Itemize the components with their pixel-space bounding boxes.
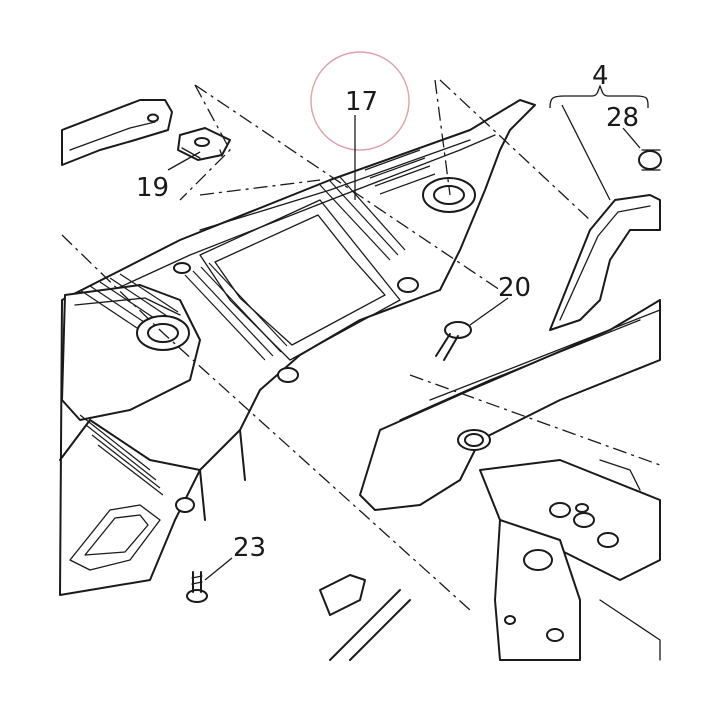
label-part-19: 19 (136, 173, 169, 203)
leader-lines (167, 84, 649, 581)
mounting-bosses (136, 177, 476, 513)
label-part-20: 20 (498, 273, 531, 303)
clip-nut-19 (177, 127, 231, 161)
fastener-28 (638, 149, 662, 171)
label-part-23: 23 (233, 533, 266, 563)
label-part-17: 17 (345, 87, 378, 117)
crossmember-4 (549, 194, 661, 331)
label-part-4: 4 (592, 61, 609, 91)
bolt-20 (435, 321, 472, 361)
main-panel (59, 99, 536, 596)
right-frame (359, 299, 661, 661)
bottom-rod (319, 574, 411, 661)
label-part-28: 28 (606, 103, 639, 133)
highlight-circle (310, 51, 410, 151)
upper-left-bracket (61, 99, 173, 166)
alignment-lines (61, 79, 661, 611)
screw-23 (186, 571, 208, 603)
